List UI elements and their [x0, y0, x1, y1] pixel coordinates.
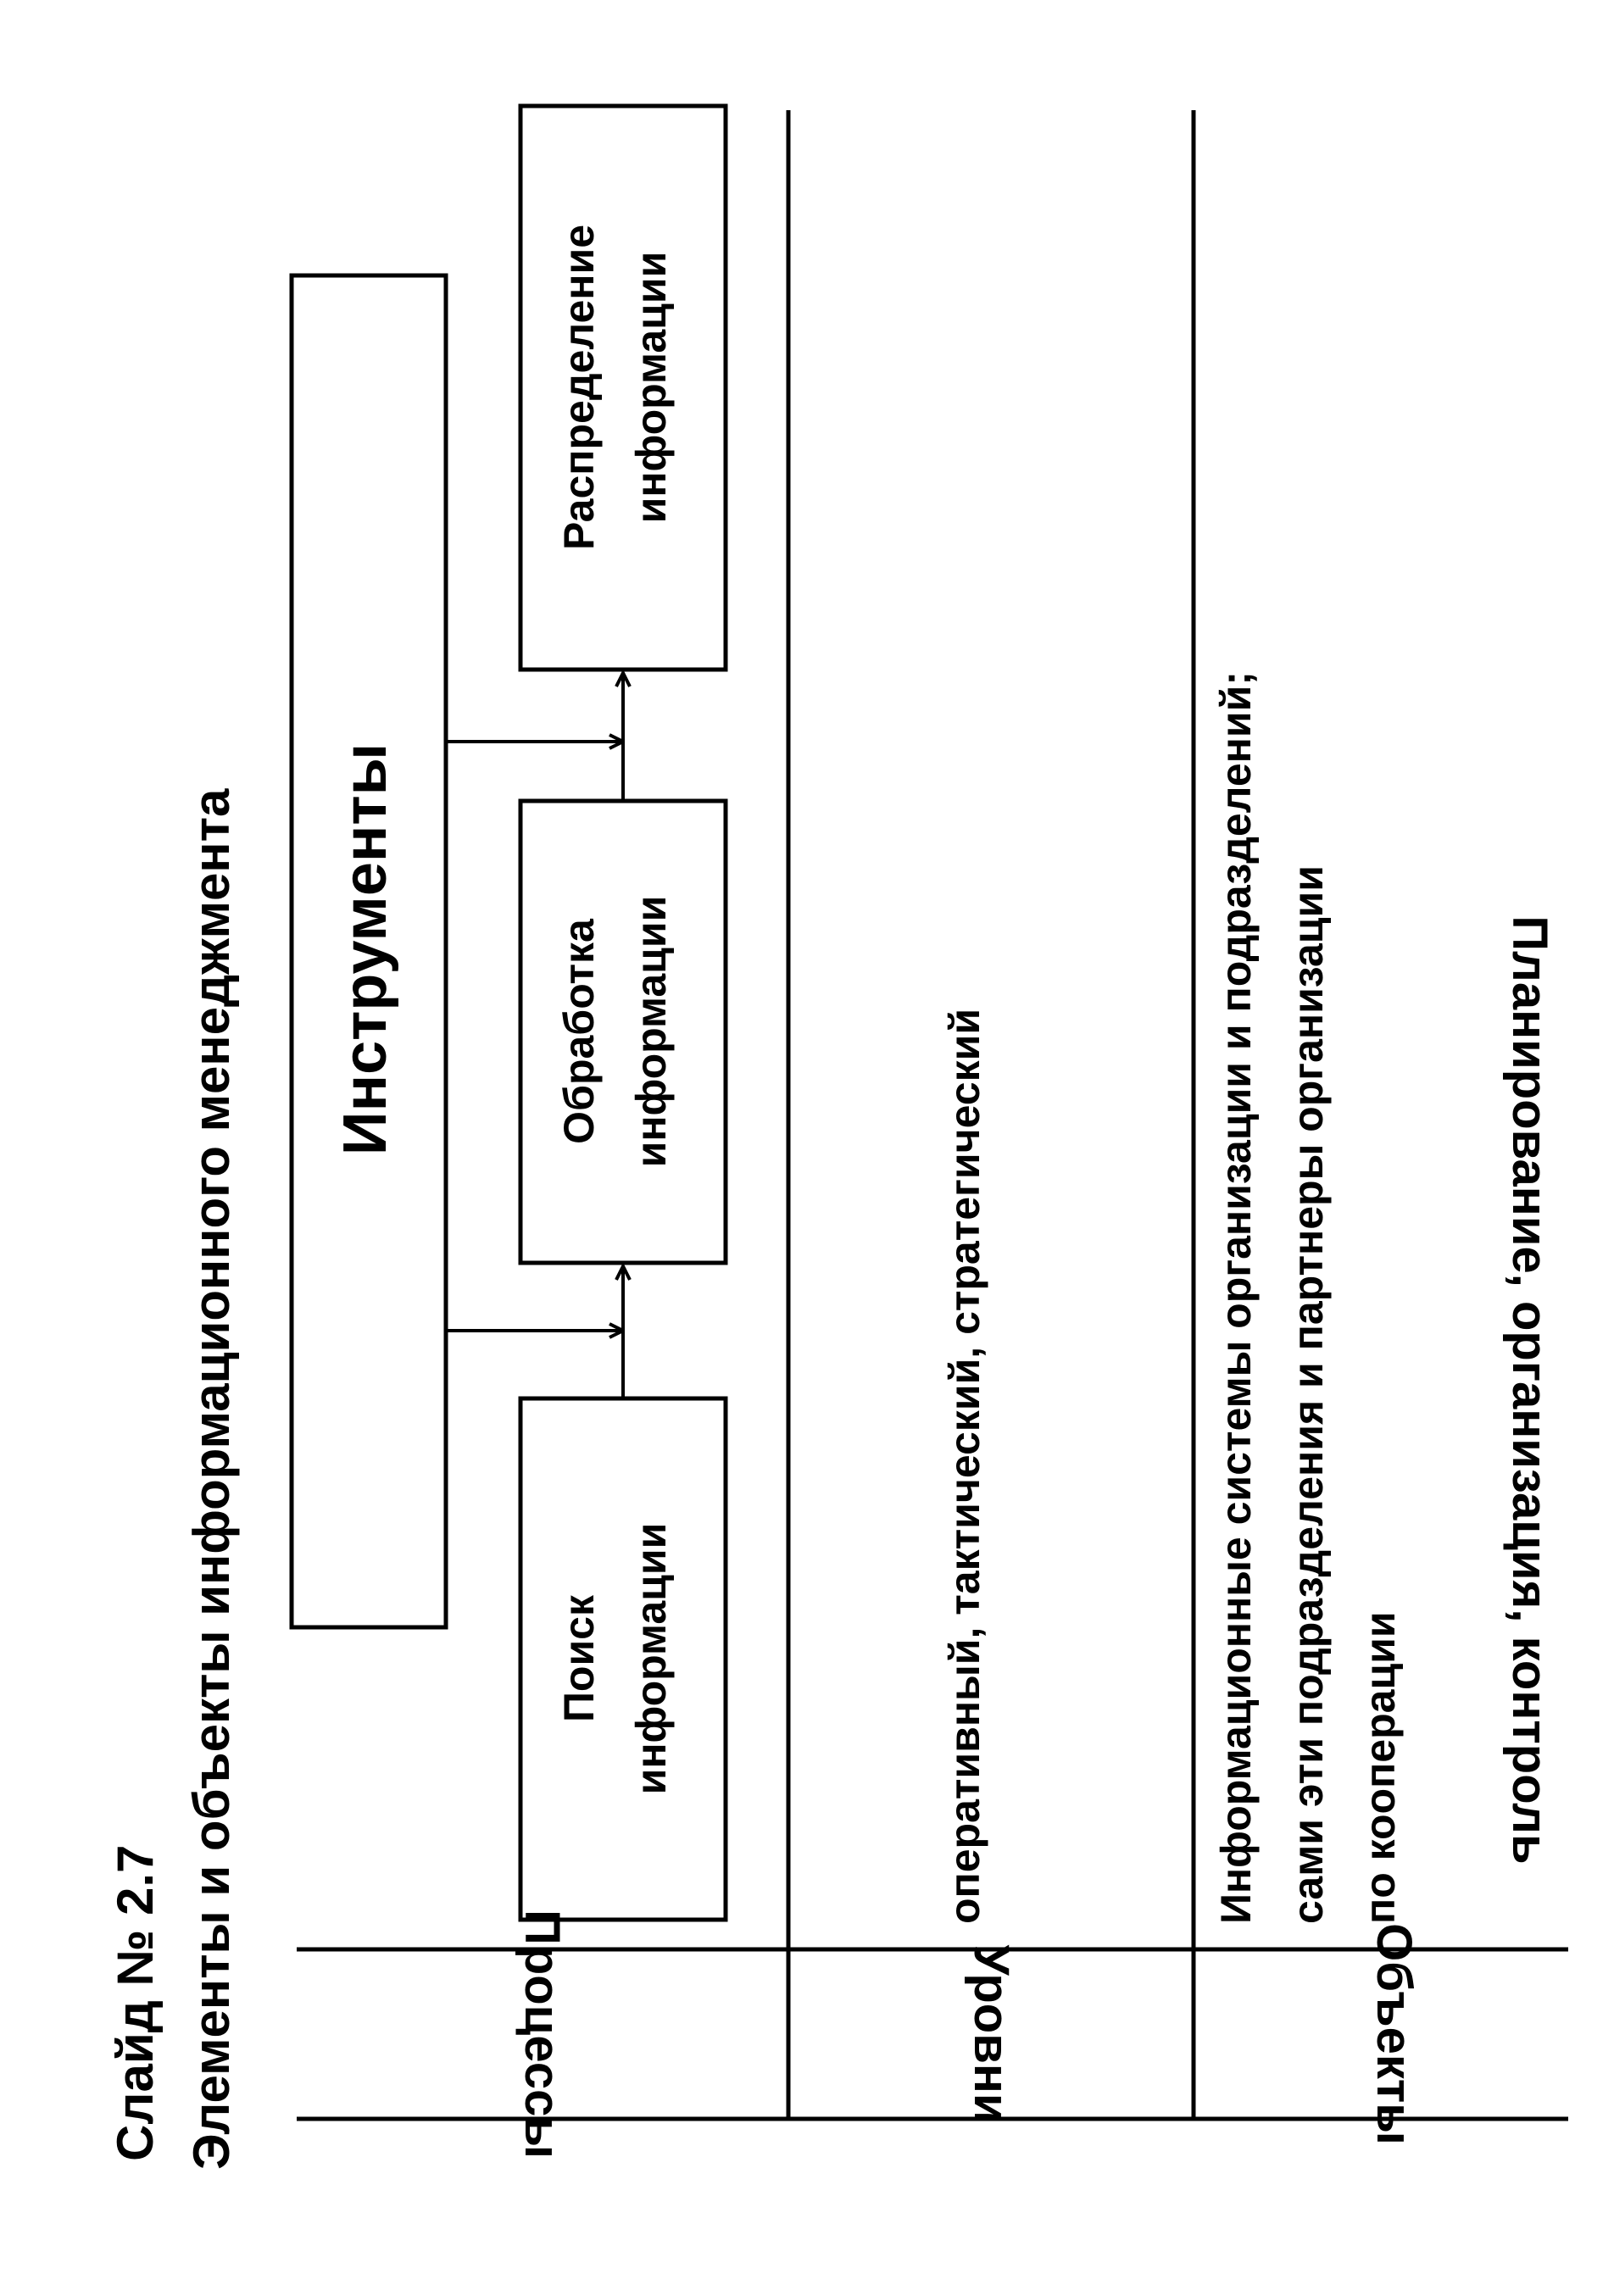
objects-line-1: Информационные системы организации и под… [1212, 671, 1260, 1924]
slide-number: Слайд № 2.7 [107, 1845, 164, 2161]
row-label-objects: Объекты [1366, 1923, 1422, 2145]
bottom-caption: Планирование, организация, контроль [1502, 915, 1557, 1864]
slide-title: Элементы и объекты информационного менед… [183, 788, 240, 2170]
search-box [518, 1396, 728, 1922]
row-label-processes: Процессы [515, 1910, 570, 2159]
processing-box [518, 798, 728, 1265]
search-box-line2: информации [627, 1523, 675, 1795]
tools-box [289, 273, 448, 1630]
processing-box-line1: Обработка [555, 918, 603, 1144]
processing-box-line2: информации [627, 896, 675, 1168]
distribution-box-line1: Распределение [555, 225, 603, 550]
levels-text: оперативный, тактический, стратегический [941, 1009, 988, 1924]
row-label-levels: Уровни [964, 1944, 1019, 2123]
tools-box-label: Инструменты [331, 743, 399, 1155]
distribution-box [518, 103, 728, 672]
distribution-box-line2: информации [627, 252, 675, 524]
search-box-line1: Поиск [555, 1594, 603, 1722]
objects-line-3: по кооперации [1356, 1611, 1404, 1924]
objects-line-2: сами эти подразделения и партнеры органи… [1284, 865, 1332, 1924]
